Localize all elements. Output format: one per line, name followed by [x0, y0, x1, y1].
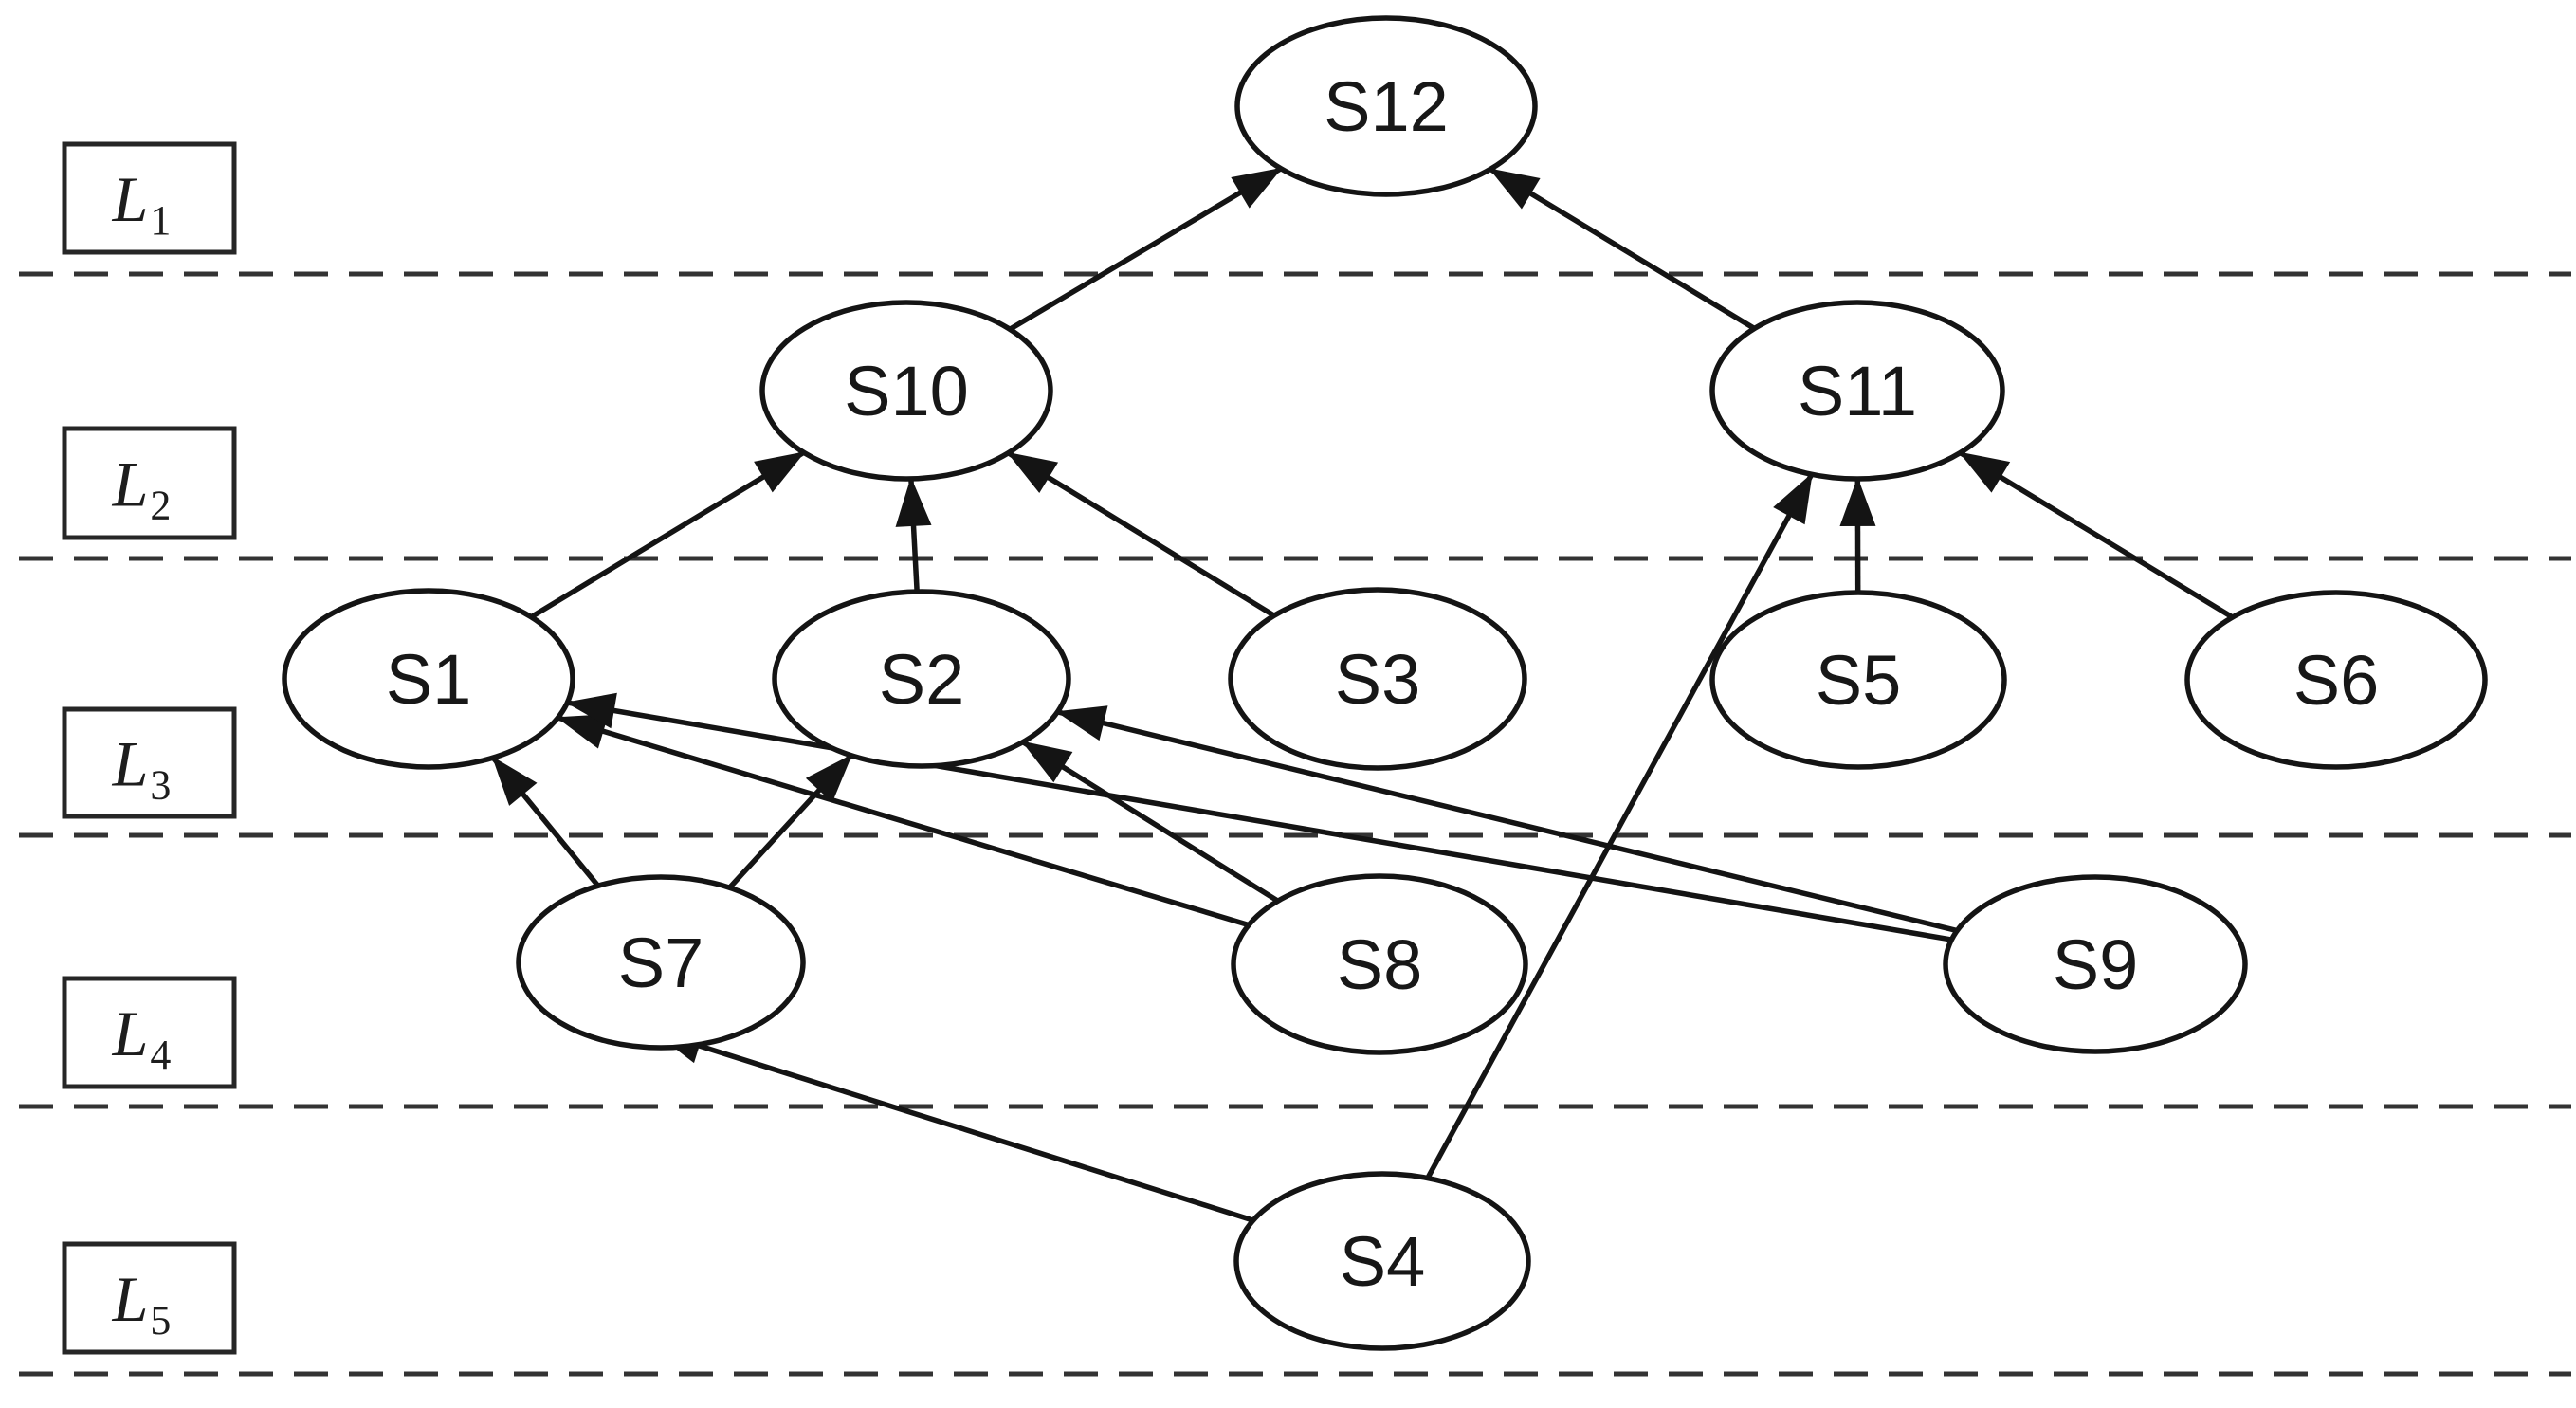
edge-S1-S10: [529, 449, 806, 620]
node-ellipse-S4: [1233, 1171, 1531, 1351]
node-label-S12: S12: [1324, 67, 1449, 146]
node-ellipse-S1: [282, 588, 575, 770]
node-label-S6: S6: [2293, 641, 2380, 720]
level-box-L5: [62, 1241, 237, 1355]
edge-S4-S7: [652, 1028, 1254, 1223]
node-S2: S2: [772, 589, 1071, 769]
edge-S8-S1: [556, 714, 1250, 928]
edge-S8-S2: [1021, 740, 1280, 904]
edge-S10-S12: [1008, 166, 1283, 332]
node-ellipse-S9: [1943, 874, 2248, 1054]
node-S7: S7: [516, 874, 806, 1051]
node-S5: S5: [1709, 590, 2007, 770]
level-box-L4: [62, 976, 237, 1089]
edge-S9-S1: [565, 692, 1952, 942]
node-label-S2: S2: [879, 640, 965, 719]
node-S8: S8: [1231, 873, 1528, 1055]
level-box-L2: [62, 426, 237, 540]
edge-S4-S11: [1425, 472, 1815, 1179]
level-label-L1: L1: [112, 163, 172, 244]
edge-S2-S10: [895, 476, 932, 593]
level-label-L4: L4: [112, 997, 172, 1078]
node-S3: S3: [1228, 587, 1527, 771]
level-label-L5: L5: [112, 1263, 172, 1344]
node-ellipse-S3: [1228, 587, 1527, 771]
node-label-S5: S5: [1816, 641, 1902, 720]
edge-S6-S11: [1958, 450, 2235, 620]
node-ellipse-S7: [516, 874, 806, 1051]
node-S9: S9: [1943, 874, 2248, 1054]
node-label-S4: S4: [1340, 1222, 1426, 1301]
node-ellipse-S12: [1234, 15, 1538, 197]
node-label-S7: S7: [618, 923, 704, 1002]
edge-S3-S10: [1006, 450, 1276, 618]
node-S12: S12: [1234, 15, 1538, 197]
edge-S7-S1: [490, 756, 600, 887]
node-S11: S11: [1709, 300, 2005, 482]
node-ellipse-S8: [1231, 873, 1528, 1055]
node-label-S11: S11: [1798, 352, 1917, 430]
node-label-S8: S8: [1337, 925, 1423, 1004]
node-S1: S1: [282, 588, 575, 770]
node-S10: S10: [759, 300, 1053, 482]
node-S6: S6: [2184, 590, 2488, 770]
node-label-S1: S1: [386, 640, 472, 719]
node-label-S3: S3: [1335, 640, 1421, 719]
edge-S9-S2: [1055, 705, 1958, 934]
node-ellipse-S5: [1709, 590, 2007, 770]
node-label-S10: S10: [844, 352, 969, 430]
level-box-L3: [62, 706, 237, 819]
node-ellipse-S10: [759, 300, 1053, 482]
node-ellipse-S6: [2184, 590, 2488, 770]
node-S4: S4: [1233, 1171, 1531, 1351]
edge-S11-S12: [1489, 167, 1756, 331]
level-box-L1: [62, 141, 237, 255]
level-label-L2: L2: [112, 448, 172, 529]
node-ellipse-S2: [772, 589, 1071, 769]
node-label-S9: S9: [2053, 925, 2139, 1004]
node-ellipse-S11: [1709, 300, 2005, 482]
edge-layer: [490, 166, 2235, 1223]
level-label-L3: L3: [112, 728, 172, 809]
edge-S7-S2: [727, 753, 853, 890]
